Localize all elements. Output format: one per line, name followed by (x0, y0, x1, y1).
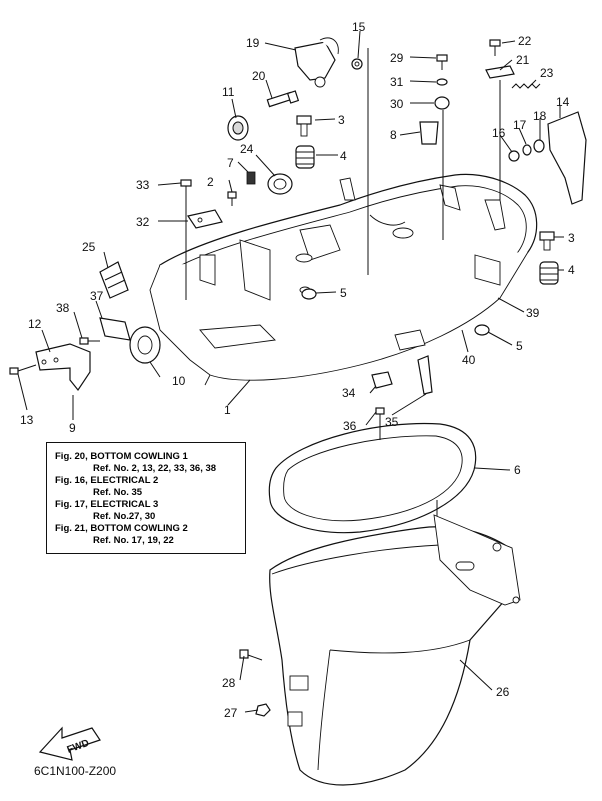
cowling-seal-part (268, 422, 477, 534)
callout-37: 37 (90, 289, 104, 303)
clip-21-part (485, 65, 515, 79)
callout-25: 25 (82, 240, 96, 254)
clip-34-part (371, 371, 393, 389)
bolt-3a-part (296, 115, 312, 137)
note-fig-2: Fig. 16, ELECTRICAL 2 (55, 475, 159, 486)
callout-38: 38 (56, 301, 70, 315)
callout-15: 15 (352, 20, 366, 34)
bracket-19-part (294, 37, 339, 88)
callout-35: 35 (385, 415, 399, 429)
mount-25-part (99, 261, 129, 299)
grommet-30-part (434, 96, 450, 110)
note-ref-3: Ref. No.27, 30 (93, 511, 156, 522)
mount-4b-part (539, 261, 559, 285)
ring-18-part (533, 139, 545, 153)
ring-17-part (522, 144, 532, 156)
screw-36-part (375, 407, 385, 424)
bottom-cowling-main-part (149, 173, 538, 386)
clip-7-part (246, 171, 256, 185)
callout-labels: 1 2 3 3 4 4 5 5 6 7 8 9 10 11 12 13 14 1… (20, 20, 575, 720)
callout-36: 36 (343, 419, 357, 433)
callout-10: 10 (172, 374, 186, 388)
cross-reference-note-box: Fig. 20, BOTTOM COWLING 1 Ref. No. 2, 13… (46, 442, 246, 554)
callout-18: 18 (533, 109, 547, 123)
callout-1: 1 (224, 403, 231, 417)
callout-2: 2 (207, 175, 214, 189)
callout-31: 31 (390, 75, 404, 89)
callout-11: 11 (222, 85, 235, 99)
callout-16: 16 (492, 126, 506, 140)
plate-37-part (99, 317, 131, 341)
note-fig-4: Fig. 21, BOTTOM COWLING 2 (55, 523, 188, 534)
callout-3a: 3 (338, 113, 345, 127)
callout-30: 30 (390, 97, 404, 111)
callout-3b: 3 (568, 231, 575, 245)
callout-22: 22 (518, 34, 532, 48)
bracket-12-part (35, 343, 91, 392)
lever-14-part (547, 111, 587, 205)
grommet-10-part (129, 326, 161, 364)
washer-31-part (436, 78, 448, 86)
note-ref-4: Ref. No. 17, 19, 22 (93, 535, 174, 546)
bolt-3b-part (539, 231, 555, 251)
callout-27: 27 (224, 706, 238, 720)
callout-40: 40 (462, 353, 476, 367)
callout-14: 14 (556, 95, 570, 109)
mount-4a-part (295, 145, 315, 169)
grommet-11-part (227, 115, 249, 141)
callout-5b: 5 (516, 339, 523, 353)
fwd-arrow-icon: FWD (38, 726, 101, 761)
callout-12: 12 (28, 317, 42, 331)
bracket-32-part (187, 209, 223, 229)
bolt-22-part (489, 39, 501, 56)
note-ref-1: Ref. No. 2, 13, 22, 33, 36, 38 (93, 463, 217, 474)
note-ref-2: Ref. No. 35 (93, 487, 143, 498)
callout-28: 28 (222, 676, 236, 690)
leader-lines (17, 30, 564, 713)
callout-32: 32 (136, 215, 150, 229)
screw-5a-part (301, 288, 317, 300)
callout-17: 17 (513, 118, 527, 132)
nut-27-part (255, 703, 271, 717)
callout-21: 21 (516, 53, 530, 67)
callout-4b: 4 (568, 263, 575, 277)
callout-29: 29 (390, 51, 404, 65)
callout-19: 19 (246, 36, 260, 50)
callout-24: 24 (240, 142, 254, 156)
callout-13: 13 (20, 413, 34, 427)
grommet-15-part (351, 58, 363, 70)
spring-23-part (511, 83, 541, 89)
callout-4a: 4 (340, 149, 347, 163)
diagram-code: 6C1N100-Z200 (34, 764, 117, 778)
harness-35-part (417, 355, 433, 395)
plug-8-part (419, 121, 439, 145)
note-fig-1: Fig. 20, BOTTOM COWLING 1 (55, 451, 188, 462)
callout-23: 23 (540, 66, 554, 80)
callout-7: 7 (227, 156, 234, 170)
screw-38-part (79, 337, 100, 345)
callout-26: 26 (496, 685, 510, 699)
screw-2-part (227, 191, 237, 206)
callout-34: 34 (342, 386, 356, 400)
screw-5b-part (474, 324, 490, 336)
callout-33: 33 (136, 178, 150, 192)
grommet-16-part (508, 150, 520, 162)
screw-13-part (9, 364, 37, 375)
bolt-33-part (180, 179, 192, 200)
callout-6: 6 (514, 463, 521, 477)
callout-9: 9 (69, 421, 76, 435)
bolt-29-part (436, 54, 448, 70)
grommet-24-part (267, 173, 293, 195)
callout-8: 8 (390, 128, 397, 142)
callout-39: 39 (526, 306, 540, 320)
callout-5a: 5 (340, 286, 347, 300)
bolt-20-part (266, 90, 300, 108)
lower-apron-part (269, 514, 521, 786)
note-fig-3: Fig. 17, ELECTRICAL 3 (55, 499, 159, 510)
callout-20: 20 (252, 69, 266, 83)
